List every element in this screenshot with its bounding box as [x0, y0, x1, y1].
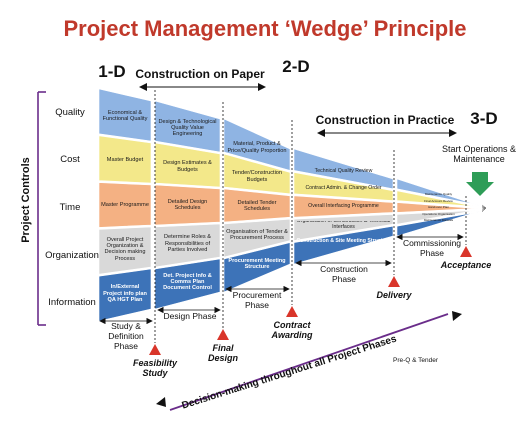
phase-study-definition: Study & Definition Phase [108, 322, 144, 351]
wedge-cell-label: Final Account Review [424, 198, 453, 203]
milestone-triangle-icon [149, 344, 161, 355]
wedge-cell-label: Overall Project Organization & Decision … [104, 236, 146, 262]
page-title: Project Management ‘Wedge’ Principle [63, 16, 466, 41]
wedge-cell-label: Detailed Design Schedules [167, 198, 208, 212]
wedge-cell-label: Material, Product & Price/Quality Propor… [227, 141, 287, 154]
milestone-triangle-icon [388, 276, 400, 287]
wedge-cell-quality [98, 88, 152, 142]
wedge-cell-information [396, 210, 481, 237]
wedge-cell-organization [223, 218, 291, 258]
wedge-cell-label: Maintenance Manuals [423, 218, 454, 223]
wedge-cell-label: Technical Quality Review [314, 167, 373, 174]
wedge-cell-label: Organisation of Tender & Procurement Pro… [226, 228, 288, 242]
wedge-cell-label: Design & Technological Quality Value Eng… [158, 118, 217, 138]
wedge-cell-organization [98, 226, 152, 275]
wedge-cell-label: Master Budget [106, 157, 144, 164]
milestone-triangle-icon [460, 246, 472, 257]
wedge-cell-cost [154, 142, 221, 188]
down-arrow-icon [466, 172, 494, 196]
wedge-cell-cost [223, 153, 291, 195]
decision-arrow-head-left-icon [156, 397, 166, 407]
wedge-cell-label: Determine Roles & Responsibilities of Pa… [164, 234, 211, 253]
wedge-cell-cost [396, 190, 481, 208]
wedge-cell-label: Economical & Functional Quality [102, 109, 148, 123]
wedge-cell-label: In/External Project info plan QA HGT Pla… [103, 284, 147, 303]
milestone-acceptance: Acceptance [440, 260, 492, 270]
wedge-cell-organization [154, 223, 221, 268]
wedge-cell-quality [396, 178, 481, 207]
wedge-cell-label: Operations Organisation [422, 211, 455, 216]
row-label-time: Time [60, 202, 81, 213]
phase-construction: Construction Phase [320, 265, 368, 284]
wedge-cell-quality [293, 148, 394, 190]
milestone-final-design: Final Design [207, 343, 238, 364]
wedge-cell-time [293, 195, 394, 218]
wedge-cell-information [223, 242, 291, 293]
milestone-delivery: Delivery [376, 290, 412, 300]
label-3d: 3-D [470, 109, 497, 128]
wedge-cell-label: Hand-over Plan [428, 205, 449, 210]
wedge-cell-label: Overall Interfacing Programme [308, 203, 379, 210]
decision-arrow-line [169, 313, 449, 411]
wedge-cell-cost [293, 172, 394, 201]
wedge-cell-label: Procurement Meeting Structure [228, 257, 286, 271]
milestone-contract-awarding: Contract Awarding [271, 320, 313, 341]
milestone-dividers [154, 90, 467, 343]
label-construction-in-practice: Construction in Practice [316, 113, 455, 127]
phase-procurement: Procurement Phase [232, 291, 282, 310]
label-construction-on-paper: Construction on Paper [135, 67, 265, 81]
wedge-cell-label: Organization of Construction & Technical… [296, 220, 391, 229]
wedge-cell-time [98, 182, 152, 228]
wedge-cell-information [293, 225, 394, 265]
phase-design: Design Phase [163, 312, 217, 321]
wedge-cell-label: Detailed Tender Schedules [237, 199, 277, 212]
label-2d: 2-D [282, 57, 309, 76]
wedge-cell-label: Master Programme [101, 201, 149, 208]
wedge-cell-label: Tender/Construction Budgets [231, 170, 283, 183]
row-label-quality: Quality [55, 107, 85, 118]
wedge-cell-time [396, 202, 481, 213]
wedge-cell-time [223, 188, 291, 223]
wedge-cell-organization [396, 209, 481, 225]
row-label-organization: Organization [45, 250, 99, 261]
wedge-cell-quality [223, 118, 291, 171]
wedge-apex-line [481, 207, 487, 213]
wedge-cell-label: Maintenance Quality [424, 192, 453, 197]
phase-commissioning: Commissioning Phase [402, 239, 462, 258]
axis-label-project-controls: Project Controls [20, 157, 32, 243]
wedge-cell-label: Design Estimates & Budgets [163, 160, 212, 173]
footer-note: Pre-Q & Tender [393, 357, 439, 364]
wedge-cell-label: Contract Admin. & Change Order [305, 185, 382, 192]
wedge-cell-label: Det. Project Info & Comms Plan Document … [163, 272, 212, 292]
milestone-markers [149, 246, 472, 355]
label-1d: 1-D [98, 62, 125, 81]
wedge-cell-label: Construction & Site Meeting Structure [296, 238, 391, 245]
phase-arrows [99, 233, 464, 325]
row-label-information: Information [48, 297, 96, 308]
milestone-triangle-icon [217, 329, 229, 340]
wedge-cell-organization [293, 214, 394, 241]
milestone-feasibility-study: Feasibility Study [132, 358, 177, 379]
decision-arrow-head-right-icon [452, 311, 462, 321]
milestone-triangle-icon [286, 306, 298, 317]
row-label-cost: Cost [60, 154, 80, 165]
wedge-cell-information [98, 268, 152, 322]
label-start-operations: Start Operations & Maintenance [441, 144, 517, 165]
wedge-cell-cost [98, 135, 152, 184]
